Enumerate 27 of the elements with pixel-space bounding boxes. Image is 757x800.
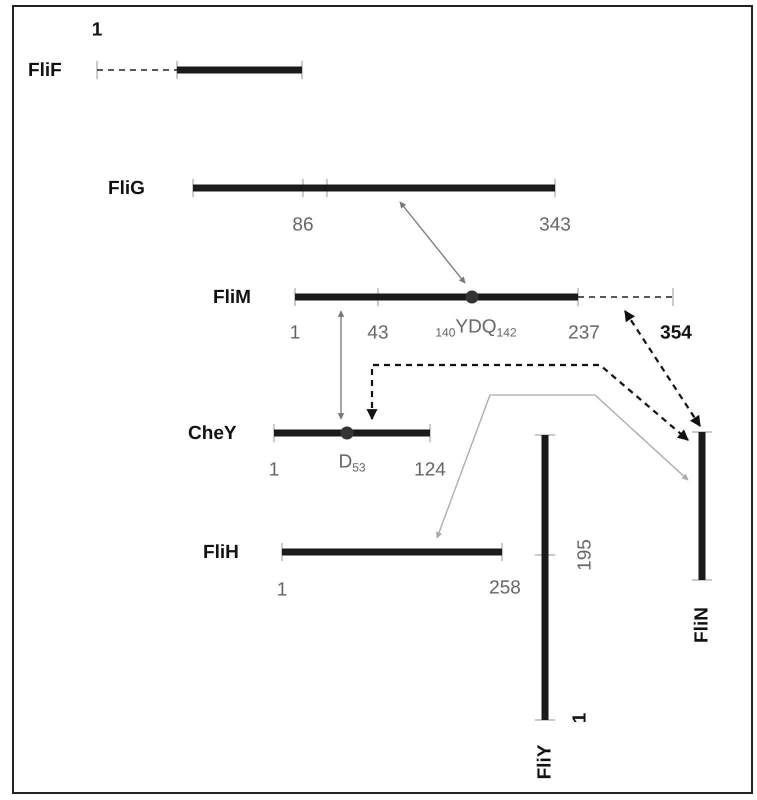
interaction-arrow (624, 310, 701, 427)
protein-name: FliH (203, 543, 239, 562)
residue-number: 343 (539, 216, 571, 234)
residue-number: D$_{53}$ (338, 452, 366, 474)
residue-number: 195 (576, 539, 594, 571)
residue-number: 43 (367, 324, 389, 342)
protein-name: FliM (213, 288, 251, 307)
residue-number: 1 (92, 20, 102, 40)
protein-name: FliG (108, 179, 145, 198)
residue-number: 1 (268, 460, 280, 480)
protein-name: FliN (692, 607, 712, 643)
residue-number: 86 (292, 216, 314, 234)
interaction-arrow (400, 202, 466, 284)
residue-number: 1 (276, 580, 288, 600)
residue-number: 1 (290, 324, 300, 342)
protein-name: FliF (28, 61, 62, 80)
protein-name: FliY (536, 744, 554, 780)
protein-name: CheY (188, 424, 237, 443)
residue-number: 354 (660, 324, 692, 342)
interaction-arrow (366, 364, 689, 441)
residue-number: 124 (414, 460, 446, 480)
residue-number: 1 (570, 712, 590, 724)
interaction-arrow (338, 310, 344, 420)
interaction-arrow (436, 394, 688, 539)
residue-number: $_{140}$YDQ$_{142}$ (435, 318, 517, 338)
residue-number: 258 (489, 578, 521, 598)
residue-number: 237 (568, 324, 600, 342)
